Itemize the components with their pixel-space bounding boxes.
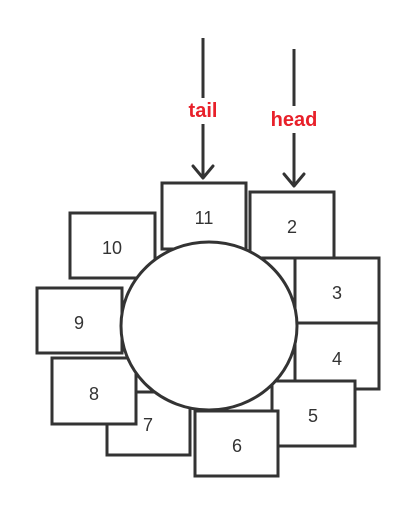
slot-11-label: 11 (195, 208, 214, 228)
slot-8: 8 (50, 356, 138, 426)
tail-label: tail (189, 100, 218, 122)
slot-10: 10 (68, 211, 157, 280)
slot-9-label: 9 (74, 313, 84, 333)
slot-10-label: 10 (102, 238, 122, 258)
head-label: head (271, 109, 318, 131)
slot-7-label: 7 (143, 415, 153, 435)
tail-arrow-head-icon (191, 164, 215, 180)
tail-pointer: tail (189, 38, 218, 180)
slot-8-label: 8 (89, 384, 99, 404)
slot-2: 2 (248, 190, 336, 260)
slot-3: 3 (293, 256, 381, 327)
slot-2-label: 2 (287, 217, 297, 237)
head-pointer: head (271, 49, 318, 188)
slot-6: 6 (193, 409, 280, 478)
slot-5: 5 (270, 379, 357, 448)
slot-6-label: 6 (232, 436, 242, 456)
slot-3-label: 3 (332, 283, 342, 303)
slot-4-label: 4 (332, 349, 342, 369)
slot-4: 4 (293, 321, 381, 391)
slot-11: 11 (160, 181, 248, 251)
slot-9: 9 (35, 286, 124, 355)
ring-center-circle (119, 240, 299, 412)
head-arrow-head-icon (282, 172, 306, 188)
slot-5-label: 5 (308, 406, 318, 426)
